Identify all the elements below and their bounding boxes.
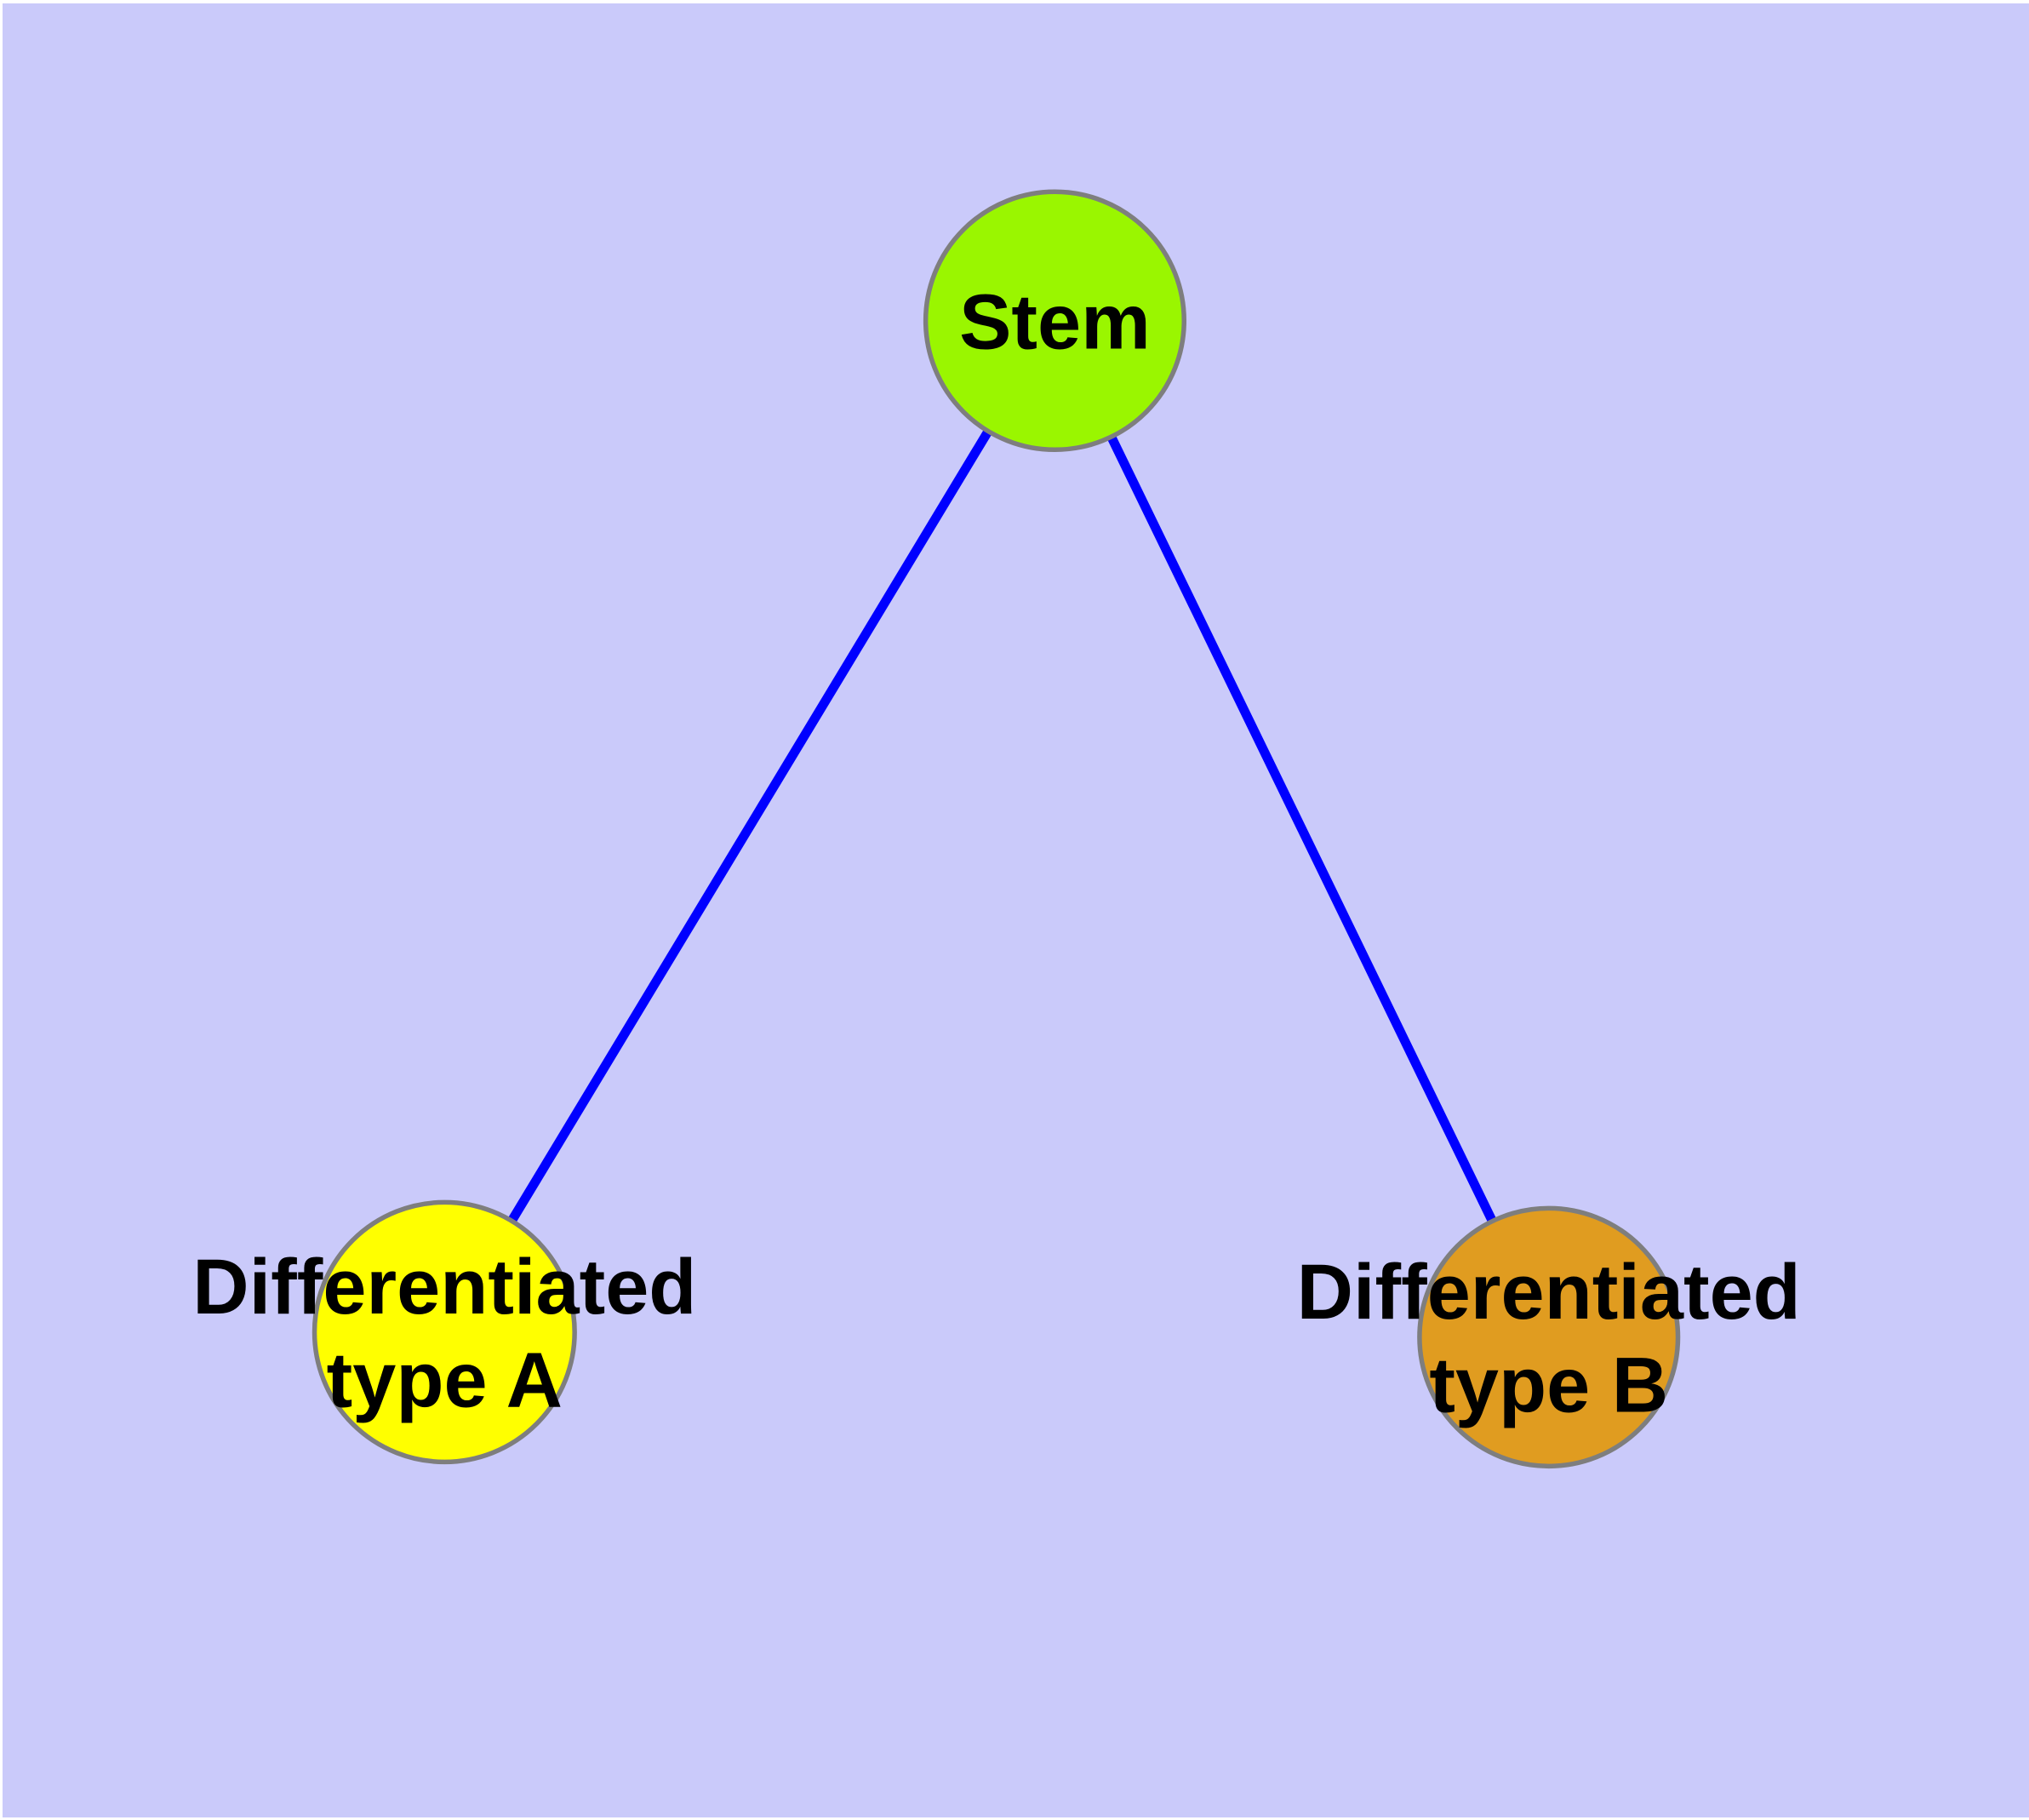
edge-stem-to-differentiated-type-a[interactable] [440,318,1060,1335]
node-differentiated-type-b[interactable] [1417,1205,1681,1469]
node-differentiated-type-a[interactable] [311,1199,577,1465]
edge-stem-to-differentiated-type-b[interactable] [1050,318,1553,1340]
node-stem[interactable] [923,189,1186,453]
